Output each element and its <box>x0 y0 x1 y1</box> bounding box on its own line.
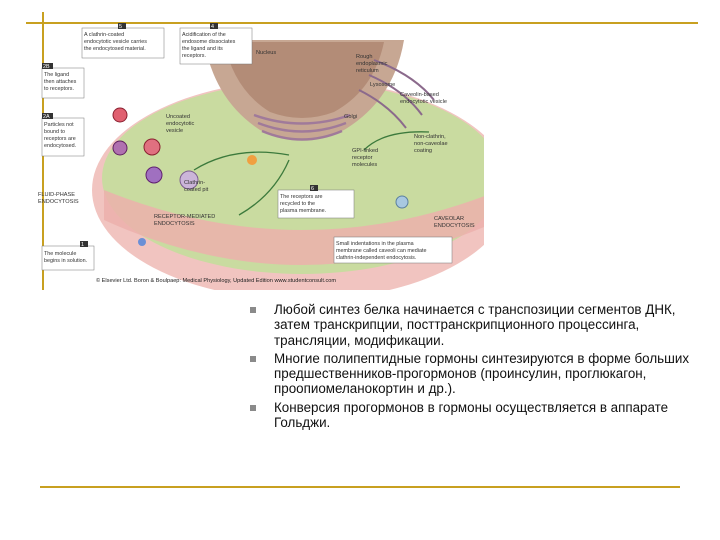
step-2a-line: Particles not <box>44 122 74 128</box>
rough-er <box>358 59 435 129</box>
caveolae-note-line: Small indentations in the plasma <box>336 241 414 247</box>
pathway-arrows <box>193 131 430 216</box>
step-4-line: endosome dissociates <box>182 39 236 45</box>
step-2a-line: endocytosed. <box>44 143 76 149</box>
receptor-mediated-label: ENDOCYTOSIS <box>154 221 195 227</box>
step-number: 1 <box>81 242 84 248</box>
uncoated-label: endocytotic <box>166 121 194 127</box>
caveolae-note: Small indentations in the plasma membran… <box>333 236 453 264</box>
bullet-icon <box>250 404 256 411</box>
caveolar-label: CAVEOLAR <box>434 216 464 222</box>
step-5-line: endocytotic vesicle carries <box>84 39 147 45</box>
step-box-2b: The ligand then attaches to receptors. <box>41 63 85 99</box>
step-5-line: A clathrin-coated <box>84 32 124 38</box>
bullet-icon <box>250 307 256 313</box>
step-box-5: A clathrin-coated endocytotic vesicle ca… <box>81 23 165 59</box>
fluid-phase-label: FLUID-PHASE <box>38 192 75 198</box>
svg-text:A clathrin-coated: A clathrin-coated <box>84 32 124 38</box>
step-6-line: recycled to the <box>280 201 315 207</box>
step-box-6: The receptors are recycled to the plasma… <box>277 185 355 219</box>
step-number: 2A <box>43 114 50 120</box>
figure-copyright: © Elsevier Ltd. Boron & Boulpaep: Medica… <box>96 277 336 284</box>
endocytosis-figure: A clathrin-coated endocytotic vesicle ca… <box>38 23 484 290</box>
gpi-label: GPI-linked <box>352 148 378 154</box>
step-2b-line: to receptors. <box>44 86 74 92</box>
non-clathrin-label: non-caveolae <box>414 141 448 147</box>
step-2a-line: bound to <box>44 129 65 135</box>
step-2b-line: then attaches <box>44 79 77 85</box>
rough-er-label: Rough <box>356 54 372 60</box>
step-1-line: The molecule <box>44 251 76 257</box>
endosome <box>179 170 199 190</box>
caveolin-vesicle <box>395 195 409 209</box>
step-1-line: begins in solution. <box>44 258 87 264</box>
bullet-item: Конверсия прогормонов в гормоны осуществ… <box>250 400 690 431</box>
bullet-list: Любой синтез белка начинается с транспоз… <box>250 302 690 433</box>
step-4-line: the ligand and its <box>182 46 223 52</box>
step-6-line: plasma membrane. <box>280 208 326 214</box>
bullet-item: Многие полипептидные гормоны синтезируют… <box>250 351 690 397</box>
step-box-2a: Particles not bound to receptors are end… <box>41 113 85 157</box>
nucleus-inner <box>224 42 384 118</box>
clathrin-pit-label: Clathrin- <box>184 180 205 186</box>
gpi-label: receptor <box>352 155 373 161</box>
bullet-text: Конверсия прогормонов в гормоны осуществ… <box>274 399 669 431</box>
svg-text:endocytotic vesicle carries: endocytotic vesicle carries <box>84 39 147 45</box>
bottom-rule <box>40 486 680 488</box>
step-6-line: The receptors are <box>280 194 323 200</box>
caveolar-label: ENDOCYTOSIS <box>434 223 475 229</box>
caveolae-note-line: clathrin-independent endocytosis. <box>336 255 416 261</box>
coated-vesicle-4 <box>145 166 163 184</box>
step-2b-line: The ligand <box>44 72 69 78</box>
solution-molecule <box>138 238 146 246</box>
rough-er-label: endoplasmic <box>356 61 388 67</box>
golgi-label: Golgi <box>344 114 357 120</box>
caveolae-note-line: membrane called caveoli can mediate <box>336 248 427 254</box>
bullet-text: Любой синтез белка начинается с транспоз… <box>274 302 676 348</box>
uncoated-label: Uncoated <box>166 114 190 120</box>
step-number: 5 <box>119 24 122 30</box>
lysosome-label: Lysosome <box>370 82 395 88</box>
coated-vesicle-2 <box>112 140 128 156</box>
coated-vesicle-3 <box>143 138 161 156</box>
step-4-line: receptors. <box>182 53 206 59</box>
step-box-4: Acidification of the endosome dissociate… <box>179 23 253 65</box>
step-box-1: The molecule begins in solution. <box>41 241 95 271</box>
coated-vesicle-1 <box>112 107 128 123</box>
step-2a-line: receptors are <box>44 136 76 142</box>
clathrin-pit-label: coated pit <box>184 187 209 193</box>
svg-text:the endocytosed material.: the endocytosed material. <box>84 46 146 52</box>
gpi-label: molecules <box>352 162 377 168</box>
bullet-text: Многие полипептидные гормоны синтезируют… <box>274 350 690 397</box>
receptor-mediated-label: RECEPTOR-MEDIATED <box>154 214 215 220</box>
step-number: 6 <box>311 186 314 192</box>
fluid-phase-label: ENDOCYTOSIS <box>38 199 79 205</box>
nucleus-label: Nucleus <box>256 50 276 56</box>
golgi-stack <box>253 113 351 141</box>
step-number: 4 <box>211 24 214 30</box>
non-clathrin-label: Non-clathrin, <box>414 134 446 140</box>
top-rule <box>26 22 698 24</box>
caveolin-label: endocytotic vesicle <box>400 99 447 105</box>
step-number: 2B <box>43 64 50 70</box>
uncoated-label: vesicle <box>166 128 183 134</box>
bullet-item: Любой синтез белка начинается с транспоз… <box>250 302 690 348</box>
non-clathrin-label: coating <box>414 148 432 154</box>
caveolin-label: Caveolin-based <box>400 92 439 98</box>
rough-er-label: reticulum <box>356 68 379 74</box>
bullet-icon <box>250 355 256 362</box>
step-4-line: Acidification of the <box>182 32 226 38</box>
golgi-vesicle <box>247 155 257 165</box>
step-5-line: the endocytosed material. <box>84 46 146 52</box>
